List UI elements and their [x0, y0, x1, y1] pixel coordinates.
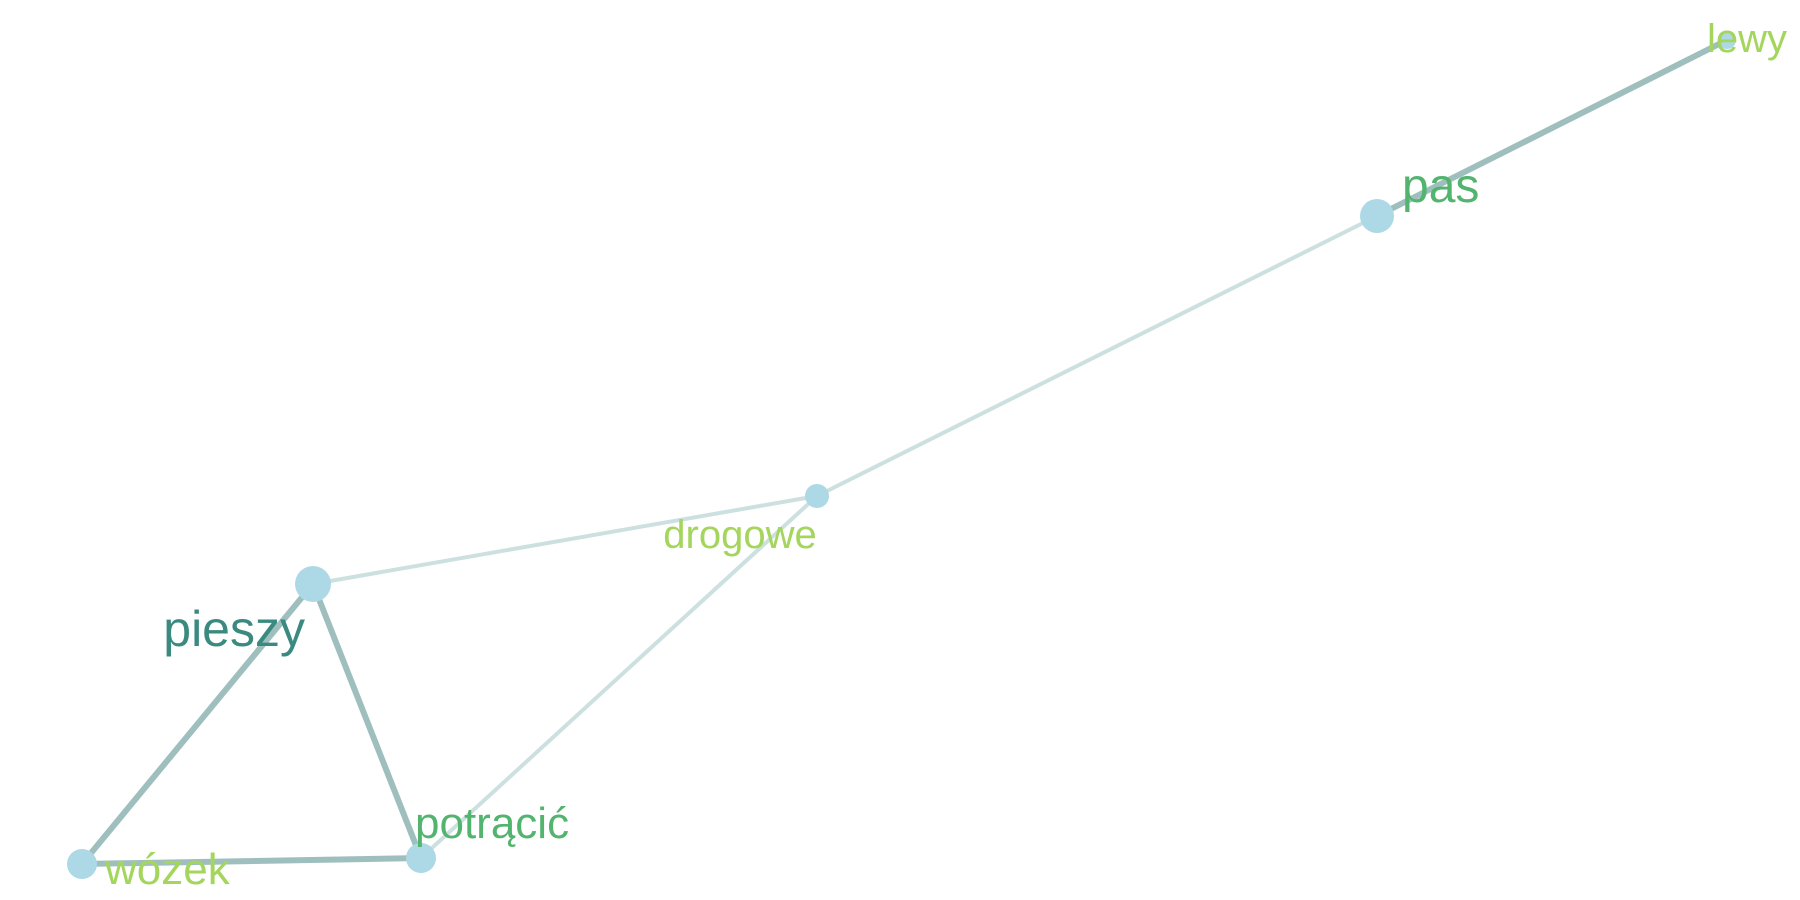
labels-layer: lewy pas drogowe pieszy potrącić wózek [104, 17, 1787, 894]
node-wozek [67, 849, 97, 879]
node-label-lewy: lewy [1707, 17, 1787, 61]
node-potracic [406, 843, 436, 873]
edge-pas-drogowe [815, 214, 1379, 498]
edge-drogowe-potracic [419, 494, 819, 860]
node-pas [1360, 199, 1394, 233]
edge-pieszy-wozek [79, 581, 316, 867]
node-label-drogowe: drogowe [663, 513, 816, 557]
node-drogowe [805, 484, 829, 508]
edge-pieszy-potracic [310, 581, 424, 861]
node-lewy [1718, 31, 1736, 49]
node-pieszy [295, 566, 331, 602]
node-label-pas: pas [1402, 160, 1479, 213]
edges-layer [79, 37, 1730, 867]
node-label-pieszy: pieszy [163, 601, 305, 657]
nodes-layer [67, 31, 1736, 879]
edge-drogowe-pieszy [311, 494, 819, 586]
edge-wozek-potracic [79, 855, 424, 867]
node-label-wozek: wózek [104, 845, 231, 894]
node-label-potracic: potrącić [415, 799, 569, 848]
edge-pas-lewy [1374, 37, 1730, 219]
